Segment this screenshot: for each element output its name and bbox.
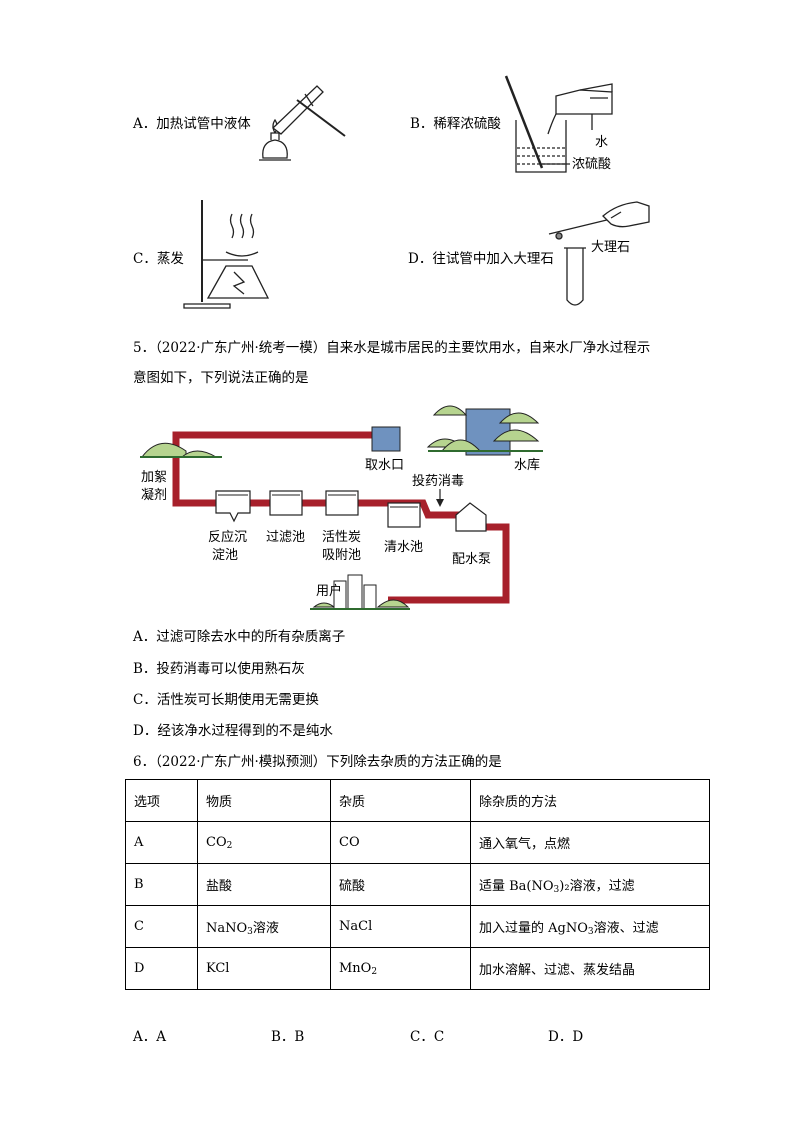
- q6-answer-c: C．C: [410, 1029, 445, 1045]
- q4-option-b-label: B．稀释浓硫酸: [410, 116, 501, 132]
- q5-option-c: C．活性炭可长期使用无需更换: [133, 692, 319, 708]
- evaporation-figure: [183, 200, 270, 309]
- settling-tank: [215, 490, 251, 523]
- coagulant-label-1: 加絮: [141, 469, 167, 485]
- intake-label: 取水口: [365, 458, 404, 473]
- q4-option-c-label: C．蒸发: [133, 251, 184, 267]
- disinfect-label: 投药消毒: [412, 473, 464, 489]
- q5-stem-line2: 意图如下，下列说法正确的是: [133, 370, 309, 386]
- row-impurity: CO: [330, 821, 471, 864]
- disinfect-arrowhead: [436, 499, 444, 507]
- pipe-top: [172, 431, 373, 445]
- filter-label: 过滤池: [266, 530, 305, 545]
- coagulant-label-2: 凝剂: [141, 487, 167, 503]
- reservoir-label: 水库: [514, 457, 540, 473]
- pump-house: [455, 502, 487, 532]
- row-option: B: [125, 863, 198, 906]
- header-impurity: 杂质: [330, 779, 471, 822]
- row-option: D: [125, 947, 198, 990]
- acid-label: 浓硫酸: [572, 157, 611, 172]
- row-substance: NaNO3溶液: [197, 905, 331, 948]
- pump-label: 配水泵: [452, 552, 491, 567]
- row-method: 通入氧气，点燃: [470, 821, 710, 864]
- water-label: 水: [595, 135, 608, 150]
- clear-water-label: 清水池: [384, 540, 423, 555]
- heating-test-tube-figure: [259, 85, 346, 161]
- header-substance: 物质: [197, 779, 331, 822]
- user-buildings-icon: [310, 574, 410, 610]
- carbon-label-1: 活性炭: [322, 530, 361, 545]
- q6-answer-d: D．D: [548, 1029, 584, 1045]
- row-impurity: 硫酸: [330, 863, 471, 906]
- row-method: 加入过量的 AgNO3溶液、过滤: [470, 905, 710, 948]
- q4-option-a-label: A．加热试管中液体: [133, 116, 251, 132]
- settle-label-1: 反应沉: [208, 529, 247, 545]
- table-header-row: 选项 物质 杂质 除杂质的方法: [125, 779, 710, 822]
- row-impurity: MnO2: [330, 947, 471, 990]
- row-option: C: [125, 905, 198, 948]
- row-method: 适量 Ba(NO3)₂溶液，过滤: [470, 863, 710, 906]
- table-row: D KCl MnO2 加水溶解、过滤、蒸发结晶: [125, 947, 710, 990]
- table-row: B 盐酸 硫酸 适量 Ba(NO3)₂溶液，过滤: [125, 863, 710, 906]
- q6-table: 选项 物质 杂质 除杂质的方法 A CO2 CO 通入氧气，点燃 B 盐酸 硫酸…: [125, 779, 710, 990]
- marble-test-tube-figure: 大理石: [548, 201, 650, 306]
- water-purification-diagram: 取水口 水库 加絮 凝剂 投药消毒 反应沉 淀池 过滤池 活性炭 吸附池 清: [140, 405, 543, 610]
- row-substance: KCl: [197, 947, 331, 990]
- pipe-right: [388, 523, 510, 604]
- intake-box: [371, 426, 401, 452]
- q6-stem: 6．（2022·广东广州·模拟预测）下列除去杂质的方法正确的是: [133, 754, 502, 770]
- q4-option-d-label: D．往试管中加入大理石: [408, 251, 554, 267]
- row-impurity: NaCl: [330, 905, 471, 948]
- q6-answer-a: A．A: [133, 1029, 166, 1045]
- user-label: 用户: [316, 583, 342, 599]
- row-method: 加水溶解、过滤、蒸发结晶: [470, 947, 710, 990]
- table-row: C NaNO3溶液 NaCl 加入过量的 AgNO3溶液、过滤: [125, 905, 710, 948]
- q5-option-a: A．过滤可除去水中的所有杂质离子: [133, 629, 346, 645]
- q5-option-d: D．经该净水过程得到的不是纯水: [133, 723, 333, 739]
- pipe-down: [172, 445, 216, 507]
- dilute-acid-figure: 水 浓硫酸: [504, 75, 613, 173]
- coagulant-mound: [140, 442, 222, 458]
- settle-label-2: 淀池: [212, 548, 238, 563]
- q5-option-b: B．投药消毒可以使用熟石灰: [133, 661, 305, 677]
- header-option: 选项: [125, 779, 198, 822]
- q5-stem-line1: 5．（2022·广东广州·统考一模）自来水是城市居民的主要饮用水，自来水厂净水过…: [133, 340, 651, 356]
- row-substance: CO2: [197, 821, 331, 864]
- row-option: A: [125, 821, 198, 864]
- reservoir-icon: [426, 405, 543, 456]
- carbon-label-2: 吸附池: [322, 548, 361, 563]
- table-row: A CO2 CO 通入氧气，点燃: [125, 821, 710, 864]
- marble-label: 大理石: [591, 240, 630, 255]
- header-method: 除杂质的方法: [470, 779, 710, 822]
- row-substance: 盐酸: [197, 863, 331, 906]
- q6-answer-b: B．B: [271, 1029, 305, 1045]
